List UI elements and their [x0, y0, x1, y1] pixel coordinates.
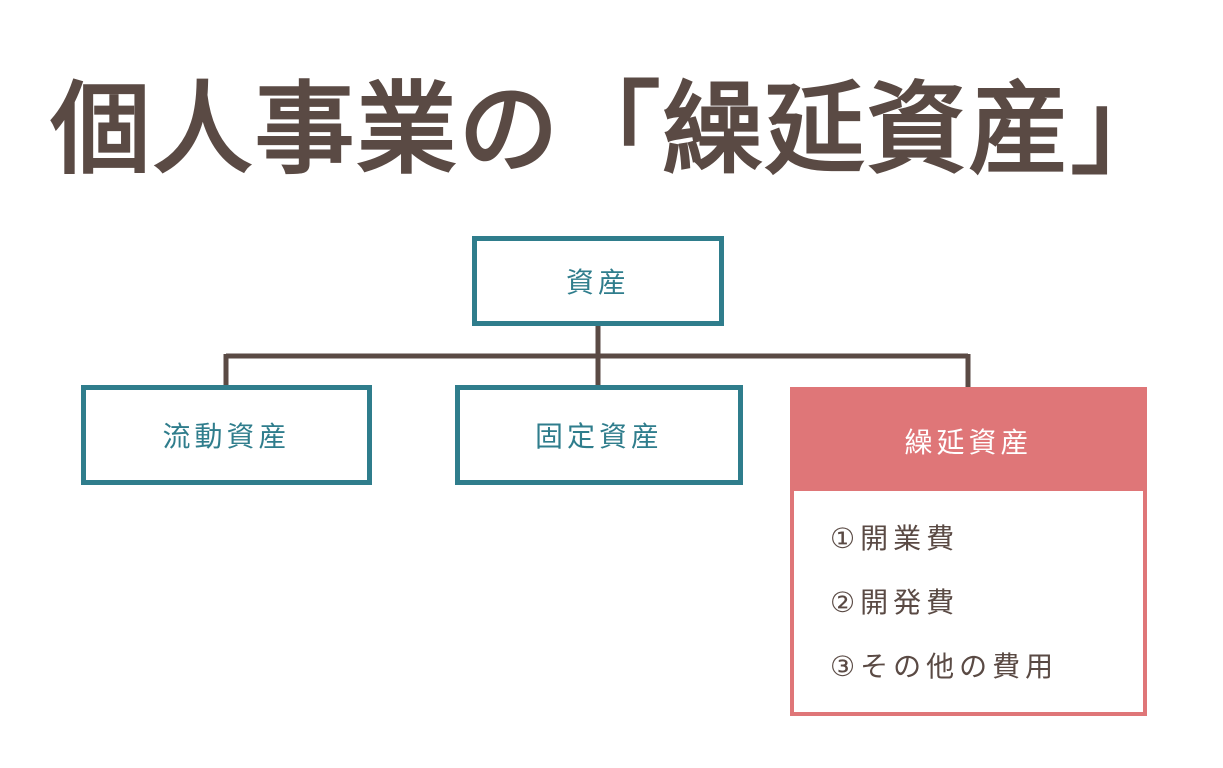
list-item: ②開発費	[830, 586, 960, 619]
node-deferred-assets-header: 繰延資産	[794, 391, 1143, 491]
deferred-items-list: ①開業費 ②開発費 ③その他の費用	[830, 519, 1058, 711]
node-deferred-assets: 繰延資産 ①開業費 ②開発費 ③その他の費用	[790, 387, 1147, 716]
node-current-assets: 流動資産	[81, 385, 372, 485]
node-assets: 資産	[472, 236, 724, 326]
node-fixed-assets-label: 固定資産	[534, 420, 663, 453]
node-deferred-assets-label: 繰延資産	[904, 426, 1033, 459]
list-item: ①開業費	[830, 522, 960, 555]
node-current-assets-label: 流動資産	[162, 420, 291, 453]
page-title: 個人事業の「繰延資産」	[50, 70, 1173, 188]
node-fixed-assets: 固定資産	[455, 385, 743, 485]
list-item: ③その他の費用	[830, 650, 1059, 683]
node-assets-label: 資産	[565, 266, 630, 299]
